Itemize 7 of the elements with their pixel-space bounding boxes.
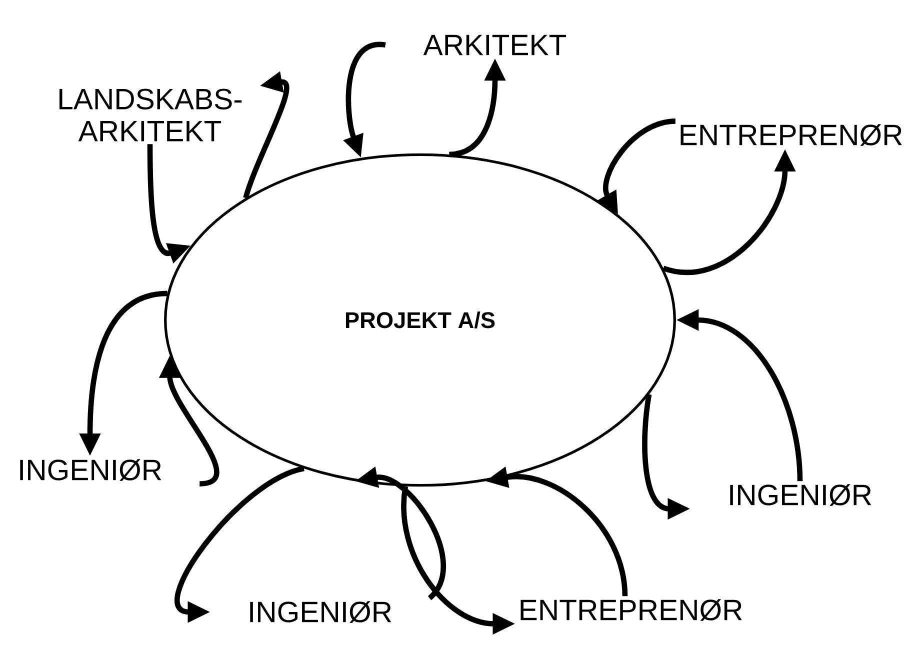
role-label: ENTREPRENØR — [680, 124, 902, 146]
role-label: ENTREPRENØR — [520, 599, 742, 621]
role-label: INGENIØR — [730, 484, 872, 506]
role-label: INGENIØR — [250, 601, 392, 623]
role-label: ARKITEKT — [423, 34, 566, 56]
role-label: LANDSKABS- ARKITEKT — [60, 88, 242, 142]
role-label: INGENIØR — [20, 459, 162, 481]
